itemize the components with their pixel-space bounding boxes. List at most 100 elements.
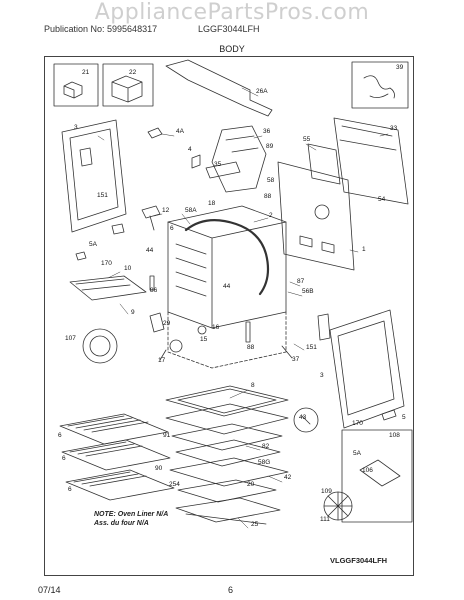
back-panel-33	[333, 117, 409, 205]
part-label-6: 6	[62, 455, 66, 462]
convection-motor-108	[359, 459, 401, 487]
part-label-18: 18	[208, 200, 216, 207]
bake-element-91	[165, 403, 289, 435]
part-label-5: 5	[402, 414, 406, 421]
part-label-170: 170	[352, 420, 363, 427]
part-label-54: 54	[378, 196, 386, 203]
note-line-2: Ass. du four N/A	[94, 520, 149, 527]
part-29	[149, 312, 165, 333]
part-label-111: 111	[320, 516, 330, 523]
part-label-55: 55	[303, 136, 311, 143]
part-label-8: 8	[251, 382, 255, 389]
part-label-43: 43	[299, 414, 307, 421]
drawer-cavity	[167, 311, 287, 369]
fan-cover-107	[82, 328, 118, 364]
callout-43	[293, 407, 319, 433]
oven-rack-guides	[175, 243, 207, 297]
small-brackets	[75, 223, 125, 261]
part-label-15: 15	[200, 336, 208, 343]
oven-liner-note: NOTE: Oven Liner N/A Ass. du four N/A	[94, 510, 168, 528]
part-label-26A: 26A	[256, 88, 268, 95]
part-label-56B: 56B	[302, 288, 314, 295]
part-label-29: 29	[163, 320, 171, 327]
part-label-58: 58	[267, 177, 275, 184]
part-label-254: 254	[169, 481, 180, 488]
watermark: AppliancePartsPros.com	[94, 0, 370, 25]
oven-rack-3	[65, 469, 175, 501]
screw-43	[301, 415, 311, 425]
part-label-44: 44	[223, 283, 231, 290]
part-label-3: 3	[74, 124, 78, 131]
part-label-3: 3	[320, 372, 324, 379]
igniter-12	[141, 205, 161, 231]
part-label-22: 22	[129, 69, 137, 76]
model-number: LGGF3044LFH	[198, 24, 260, 34]
part-label-36: 36	[263, 128, 271, 135]
burner-82	[171, 423, 283, 451]
part-label-82: 82	[262, 443, 270, 450]
drawer-25	[175, 497, 281, 525]
part-17	[159, 349, 167, 361]
top-bracket-26a	[165, 59, 273, 117]
part-21-icon	[63, 81, 83, 99]
part-label-5A: 5A	[89, 241, 98, 248]
part-label-6: 6	[58, 432, 62, 439]
part-label-58G: 58G	[258, 459, 270, 466]
insulation-blanket-58a	[184, 219, 270, 296]
burner-shield-58g	[175, 439, 281, 467]
leader-lines	[97, 87, 389, 529]
part-22-icon	[111, 75, 143, 103]
part-label-6: 6	[170, 225, 174, 232]
part-label-20: 20	[247, 481, 255, 488]
part-39-wire-icon	[363, 75, 395, 99]
rear-wall-1	[277, 161, 355, 271]
footer-page-number: 6	[228, 585, 234, 595]
part-22-box	[102, 63, 154, 107]
part-20	[177, 479, 277, 503]
part-37	[281, 345, 293, 359]
oven-rack-2	[61, 439, 171, 471]
part-label-109: 109	[321, 488, 332, 495]
part-label-9: 9	[131, 309, 135, 316]
broil-cover-10	[69, 275, 147, 301]
part-label-25: 25	[251, 521, 259, 528]
part-label-35: 35	[214, 161, 222, 168]
part-label-12: 12	[162, 207, 170, 214]
part-label-88: 88	[247, 344, 255, 351]
part-label-33: 33	[390, 125, 398, 132]
part-label-16: 16	[212, 324, 220, 331]
footer-date: 07/14	[38, 585, 61, 595]
publication-number: Publication No: 5995648317	[44, 24, 158, 34]
bracket-35	[205, 161, 241, 179]
part-label-58A: 58A	[185, 207, 197, 214]
part-label-4: 4	[188, 146, 192, 153]
note-line-1: NOTE: Oven Liner N/A	[94, 511, 169, 518]
part-label-5A: 5A	[353, 450, 362, 457]
studs-86-88	[149, 275, 251, 343]
part-label-151: 151	[97, 192, 108, 199]
part-15	[169, 339, 183, 353]
screw-4	[191, 154, 201, 169]
vent-duct-36	[211, 125, 267, 193]
bracket-151	[317, 313, 331, 341]
fan-cover-inner	[89, 335, 111, 357]
right-side-panel	[329, 309, 405, 429]
part-label-17: 17	[158, 357, 166, 364]
part-16	[197, 325, 207, 335]
part-label-4A: 4A	[176, 128, 185, 135]
part-39-box	[351, 61, 409, 109]
left-side-panel	[61, 119, 127, 233]
part-label-86: 86	[150, 287, 158, 294]
part-label-106: 106	[362, 467, 373, 474]
oven-rack-1	[59, 413, 169, 445]
part-label-88: 88	[264, 193, 272, 200]
part-label-151: 151	[306, 344, 317, 351]
part-label-21: 21	[82, 69, 90, 76]
part-label-44: 44	[146, 247, 154, 254]
part-label-37: 37	[292, 356, 300, 363]
part-label-6: 6	[68, 486, 72, 493]
diagram-id: VLGGF3044LFH	[330, 556, 388, 565]
part-label-1: 1	[362, 246, 366, 253]
section-title: BODY	[219, 44, 245, 54]
